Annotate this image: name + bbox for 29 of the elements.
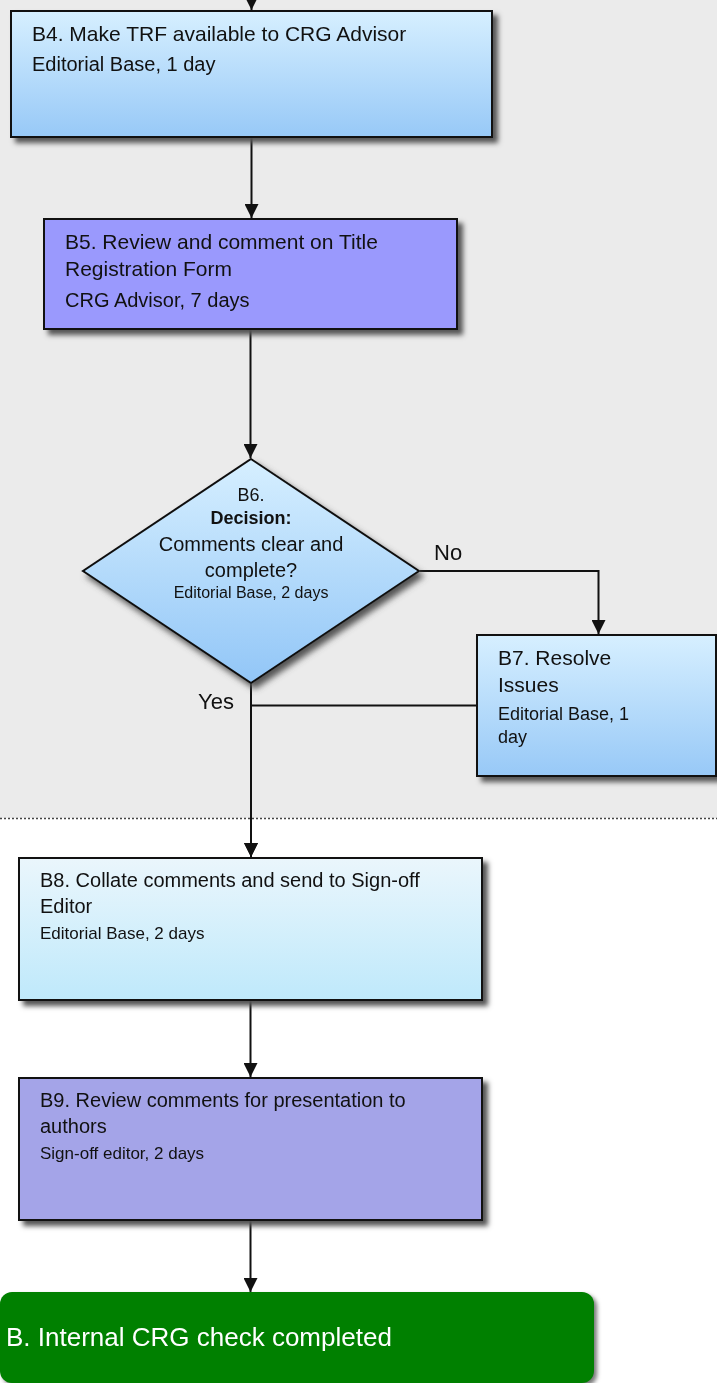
process-box	[18, 1077, 483, 1221]
owner-duration-text: Editorial Base, 2 days	[40, 923, 206, 945]
arrow	[243, 1220, 258, 1293]
step-title: B5. Review and comment on Title Registration Form	[65, 229, 379, 283]
owner-duration-text: Editorial Base, 1 day	[32, 52, 217, 78]
owner-duration-text: Sign-off editor, 2 days	[40, 1143, 206, 1165]
end-label: B. Internal CRG check completed	[6, 1320, 392, 1354]
decision-heading: Decision:	[209, 507, 293, 531]
decision-diamond	[82, 458, 420, 684]
arrow	[244, 0, 259, 11]
arrow	[419, 570, 606, 635]
owner-duration-text: Editorial Base, 2 days	[172, 582, 330, 603]
step-number: B6.	[236, 484, 266, 507]
arrow	[243, 329, 258, 459]
arrow	[244, 704, 477, 858]
process-box	[10, 10, 493, 138]
step-title: B9. Review comments for presentation to authors	[40, 1088, 407, 1139]
arrow	[243, 1000, 258, 1078]
process-box	[43, 218, 458, 330]
owner-duration-text: CRG Advisor, 7 days	[65, 287, 251, 313]
end-banner	[0, 1292, 594, 1383]
process-box	[476, 634, 717, 777]
decision-question: Comments clear and complete?	[157, 531, 345, 583]
owner-duration-text: Editorial Base, 1 day	[498, 702, 631, 749]
step-title: B8. Collate comments and send to Sign-off Editor	[40, 868, 421, 919]
arrow	[244, 137, 259, 219]
step-title: B7. Resolve Issues	[498, 645, 613, 699]
step-title: B4. Make TRF available to CRG Advisor	[32, 21, 408, 47]
process-box	[18, 857, 483, 1001]
